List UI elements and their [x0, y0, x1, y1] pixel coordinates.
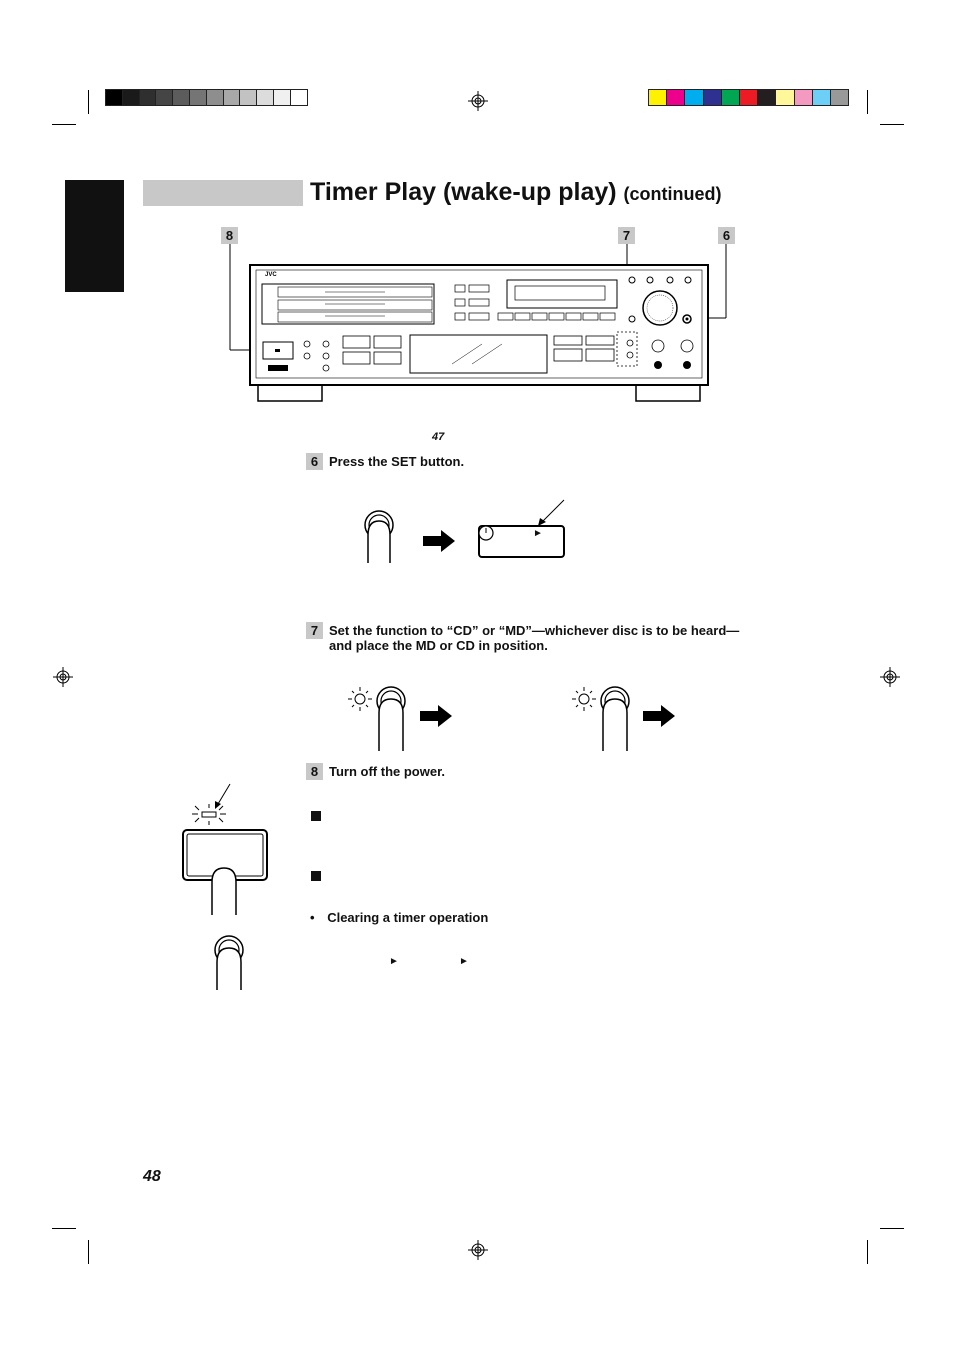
registration-swatch — [811, 89, 831, 106]
crop-mark — [88, 1240, 89, 1264]
play-arrow-icon: ► — [459, 956, 469, 967]
registration-swatch — [105, 89, 123, 106]
registration-swatch — [289, 89, 308, 106]
step-8-text: Turn off the power. — [329, 764, 446, 779]
registration-swatch — [256, 89, 274, 106]
crop-mark — [867, 90, 868, 114]
crop-mark — [880, 124, 904, 125]
page-title: Timer Play (wake-up play) (continued) — [310, 178, 722, 207]
step-7-text: Set the function to “CD” or “MD”—whichev… — [329, 623, 809, 653]
registration-swatch — [239, 89, 258, 106]
registration-swatch — [775, 89, 795, 106]
registration-target-icon — [53, 667, 73, 687]
section-marker-square — [311, 811, 321, 821]
registration-swatch — [720, 89, 740, 106]
bullet: • — [310, 910, 315, 925]
step-7-line-2: and place the MD or CD in position. — [329, 638, 548, 653]
timer-display-icon — [478, 499, 565, 558]
clearing-timer-label: Clearing a timer operation — [327, 910, 489, 925]
crop-mark — [880, 1228, 904, 1229]
finger-press-timer-button-icon — [214, 935, 244, 990]
registration-swatch — [172, 89, 190, 106]
finger-press-power-button-icon — [182, 783, 268, 915]
registration-swatch — [205, 89, 224, 106]
page-reference: 47 — [432, 431, 445, 443]
registration-target-icon — [880, 667, 900, 687]
registration-swatch — [189, 89, 207, 106]
language-tab — [65, 180, 124, 292]
registration-swatch — [684, 89, 704, 106]
section-marker-square — [311, 871, 321, 881]
registration-swatch — [121, 89, 140, 106]
registration-target-icon — [468, 1240, 488, 1260]
title-main: Timer Play (wake-up play) — [310, 178, 617, 206]
finger-press-cd-button-icon — [348, 686, 406, 751]
clearing-timer-item: • Clearing a timer operation — [310, 910, 488, 925]
arrow-right-icon — [420, 705, 452, 727]
finger-press-set-button-icon — [364, 510, 394, 563]
callout-7: 7 — [618, 227, 635, 244]
crop-mark — [52, 124, 76, 125]
registration-swatch — [830, 89, 850, 106]
registration-swatch — [757, 89, 777, 106]
registration-swatch — [666, 89, 686, 106]
registration-swatch — [273, 89, 291, 106]
crop-mark — [88, 90, 89, 114]
display-play-indicator: ► — [533, 528, 543, 539]
registration-swatch — [648, 89, 668, 106]
finger-press-md-button-icon — [572, 686, 630, 751]
registration-target-icon — [468, 91, 488, 111]
play-arrow-icon: ► — [389, 956, 399, 967]
device-front-panel-diagram: JVC — [229, 244, 727, 402]
callout-6: 6 — [718, 227, 735, 244]
registration-swatch — [793, 89, 813, 106]
arrow-right-icon — [643, 705, 675, 727]
title-suffix: (continued) — [623, 184, 722, 204]
registration-swatch — [138, 89, 157, 106]
step-6-text: Press the SET button. — [329, 454, 465, 469]
arrow-right-icon — [423, 530, 455, 552]
crop-mark — [867, 1240, 868, 1264]
step-6-number: 6 — [306, 453, 323, 470]
step-8-number: 8 — [306, 763, 323, 780]
callout-8: 8 — [221, 227, 238, 244]
registration-swatch — [702, 89, 722, 106]
registration-swatch — [739, 89, 759, 106]
crop-mark — [52, 1228, 76, 1229]
page-number: 48 — [143, 1168, 161, 1185]
registration-swatch — [222, 89, 241, 106]
registration-swatch — [155, 89, 174, 106]
brand-logo: JVC — [265, 272, 277, 278]
step-7-number: 7 — [306, 622, 323, 639]
title-bar — [143, 180, 303, 206]
step-7-line-1: Set the function to “CD” or “MD”—whichev… — [329, 623, 740, 638]
